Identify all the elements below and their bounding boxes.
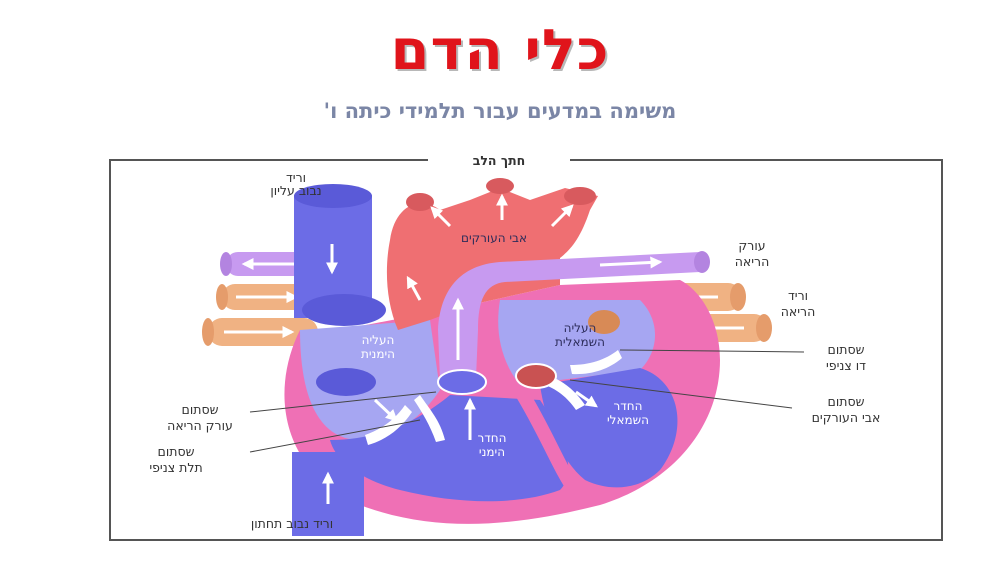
flow-arrows — [464, 390, 598, 440]
label-mitral-2: דו צניפי — [826, 358, 866, 373]
pulmonary-vein-opening — [588, 310, 620, 334]
label-left-ventricle-2: השמאלי — [607, 413, 649, 427]
leader-lines — [249, 349, 805, 453]
label-svc-1: וריד — [286, 170, 306, 185]
aorta — [386, 178, 598, 330]
label-pulm-vein-1: וריד — [788, 288, 808, 303]
label-pulm-vein-2: הריאה — [781, 304, 816, 319]
label-mitral-1: שסתום — [828, 342, 865, 357]
label-aorta: אבי העורקים — [461, 231, 527, 245]
label-tricuspid-1: שסתום — [158, 444, 195, 459]
septum — [514, 386, 581, 495]
label-pulm-artery-2: הריאה — [735, 254, 770, 269]
frame-title: חתך הלב — [473, 153, 525, 168]
label-svc-2: נבוב עליון — [270, 183, 321, 198]
label-aortic-valve-1: שסתום — [828, 394, 865, 409]
label-left-atrium-1: העליה — [564, 321, 597, 335]
aortic-valve-opening — [515, 363, 557, 389]
label-right-atrium-1: העליה — [362, 333, 395, 347]
label-right-ventricle-1: החדר — [477, 431, 506, 445]
label-pulm-artery-1: עורק — [738, 238, 765, 253]
vena-cava — [292, 184, 398, 536]
pulmonary-artery — [438, 251, 710, 380]
label-left-atrium-2: השמאלית — [555, 335, 605, 349]
label-tricuspid-2: תלת צניפי — [149, 460, 202, 475]
pulmonary-valve — [437, 369, 487, 395]
label-ivc: וריד נבוב תחתון — [251, 516, 333, 531]
page-title: כלי הדם — [390, 18, 610, 83]
label-pulm-valve-1: שסתום — [182, 402, 219, 417]
label-pulm-valve-2: עורק הריאה — [167, 418, 233, 433]
right-ventricle — [330, 395, 569, 502]
page-subtitle: משימה במדעים עבור תלמידי כיתה ו' — [323, 99, 677, 123]
label-right-atrium-2: הימנית — [361, 347, 395, 361]
label-aortic-valve-2: אבי העורקים — [812, 410, 881, 425]
label-right-ventricle-2: הימני — [479, 445, 505, 459]
label-left-ventricle-1: החדר — [613, 399, 642, 413]
